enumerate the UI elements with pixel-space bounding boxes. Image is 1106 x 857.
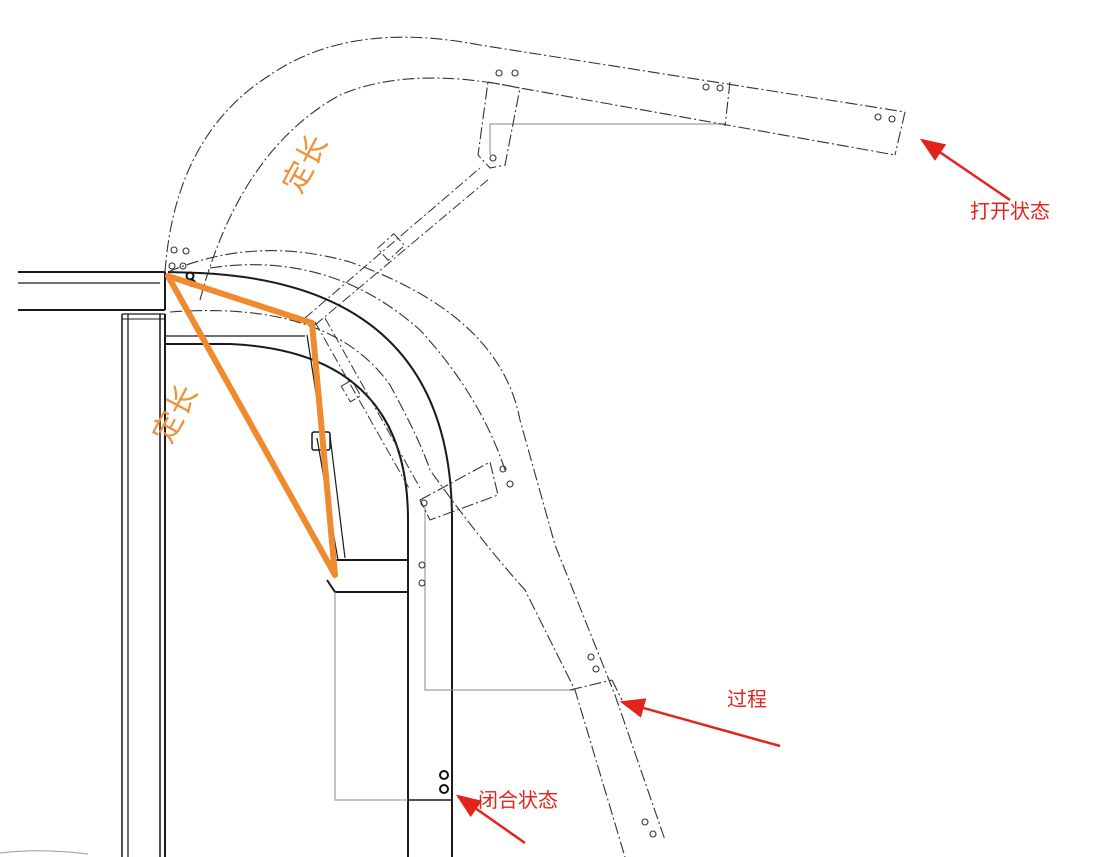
- construction-lines: [334, 123, 725, 801]
- label-open-state: 打开状态: [970, 200, 1050, 223]
- closed-state-arm: [165, 271, 453, 857]
- handwritten-fixed-length-1: 定长: [276, 129, 335, 198]
- open-gas-strut: [304, 167, 491, 326]
- label-closed-state: 闭合状态: [478, 789, 558, 812]
- open-state-arm: [164, 36, 906, 301]
- process-state-arm: [167, 250, 666, 857]
- svg-text:定长: 定长: [146, 379, 205, 448]
- pencil-scribble: [0, 850, 89, 855]
- open-state-bolts: [168, 69, 896, 270]
- arrow-process: [619, 698, 781, 748]
- red-arrows: [455, 138, 1011, 845]
- process-gas-strut: [314, 317, 421, 491]
- fixed-length-triangle: [165, 273, 338, 578]
- process-state-bolts: [418, 465, 657, 838]
- arrow-open-state: [919, 138, 1011, 202]
- handwritten-fixed-length-2: 定长: [146, 379, 205, 448]
- arrow-closed-state: [455, 794, 526, 845]
- label-process: 过程: [727, 688, 767, 711]
- svg-text:定长: 定长: [276, 129, 335, 198]
- fixed-frame: [18, 271, 166, 857]
